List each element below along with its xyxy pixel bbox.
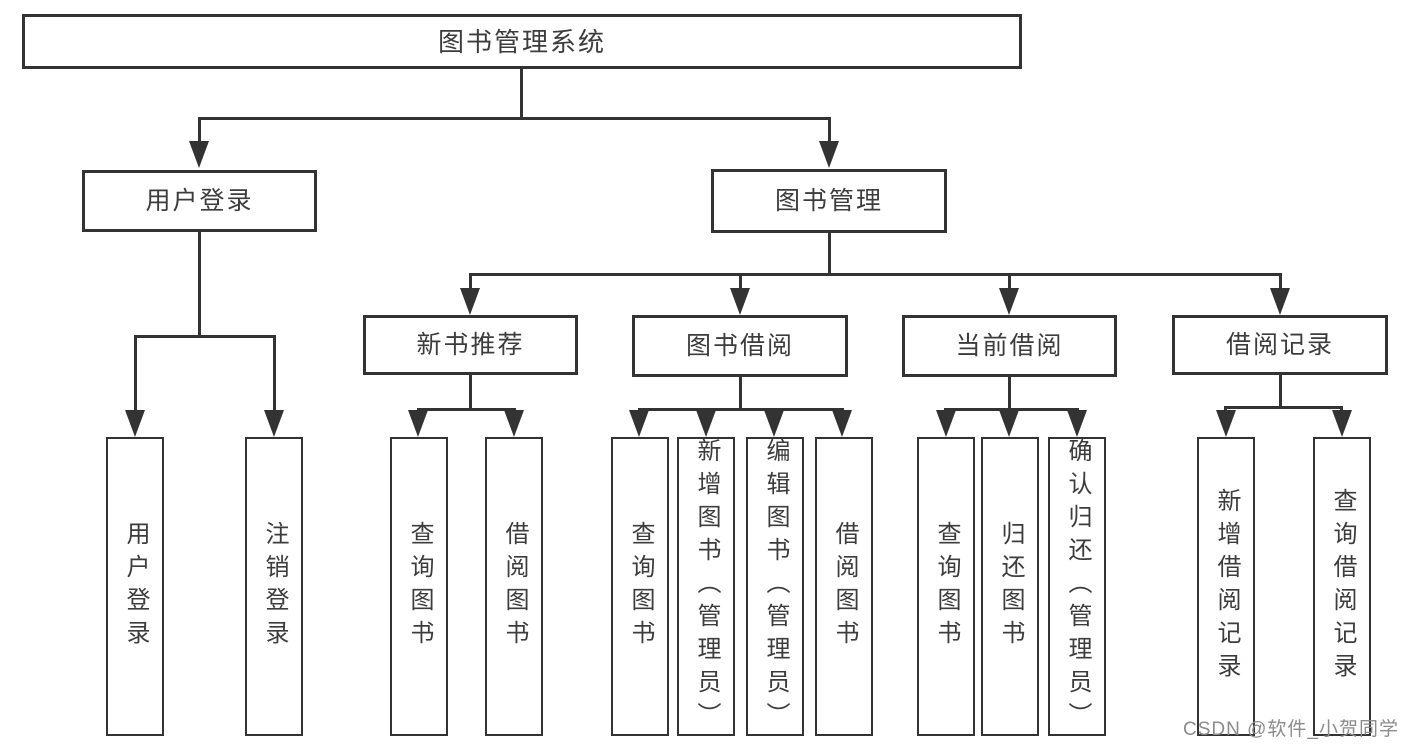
leaf-nb-query-books: 查询图书 bbox=[390, 437, 448, 736]
node-root: 图书管理系统 bbox=[22, 14, 1022, 69]
arrowhead-down-icon bbox=[999, 288, 1019, 315]
arrowhead-down-icon bbox=[504, 410, 524, 437]
connector-hline bbox=[638, 408, 844, 411]
node-new-book-recommend-label: 新书推荐 bbox=[416, 330, 525, 359]
leaf-logout-label: 注销登录 bbox=[261, 520, 288, 653]
node-current-borrow-label: 当前借阅 bbox=[955, 331, 1064, 360]
connector-vline bbox=[828, 117, 831, 147]
connector-vline bbox=[198, 232, 201, 335]
leaf-nb-borrow-books: 借阅图书 bbox=[485, 437, 543, 736]
leaf-cb-query-books-label: 查询图书 bbox=[933, 520, 960, 653]
node-root-label: 图书管理系统 bbox=[437, 26, 606, 57]
node-book-management: 图书管理 bbox=[711, 169, 947, 233]
leaf-cb-confirm-return-label: 确认归还（管理员） bbox=[1064, 438, 1091, 735]
node-book-management-label: 图书管理 bbox=[774, 186, 883, 215]
leaf-cb-query-books: 查询图书 bbox=[917, 437, 975, 736]
connector-vline bbox=[739, 377, 742, 408]
arrowhead-down-icon bbox=[125, 410, 145, 437]
leaf-rec-query-record-label: 查询借阅记录 bbox=[1329, 487, 1356, 686]
node-book-borrow-label: 图书借阅 bbox=[685, 331, 794, 360]
node-user-login: 用户登录 bbox=[82, 170, 317, 232]
node-borrow-records: 借阅记录 bbox=[1172, 315, 1388, 375]
connector-vline bbox=[134, 335, 137, 413]
connector-vline bbox=[739, 273, 742, 291]
arrowhead-down-icon bbox=[629, 410, 649, 437]
leaf-user-login-label: 用户登录 bbox=[122, 520, 149, 653]
leaf-bw-query-books-label: 查询图书 bbox=[627, 520, 654, 653]
node-current-borrow: 当前借阅 bbox=[902, 315, 1117, 377]
node-user-login-label: 用户登录 bbox=[145, 186, 254, 215]
node-new-book-recommend: 新书推荐 bbox=[363, 315, 578, 375]
arrowhead-down-icon bbox=[764, 410, 784, 437]
leaf-cb-return-books-label: 归还图书 bbox=[997, 520, 1024, 653]
leaf-bw-borrow-books: 借阅图书 bbox=[815, 437, 873, 736]
leaf-user-login: 用户登录 bbox=[106, 437, 164, 736]
leaf-rec-add-record: 新增借阅记录 bbox=[1197, 437, 1255, 736]
leaf-bw-borrow-books-label: 借阅图书 bbox=[831, 520, 858, 653]
connector-hline bbox=[417, 408, 516, 411]
leaf-logout: 注销登录 bbox=[245, 437, 303, 736]
connector-hline bbox=[469, 273, 1282, 276]
leaf-nb-query-books-label: 查询图书 bbox=[406, 520, 433, 653]
arrowhead-down-icon bbox=[999, 410, 1019, 437]
connector-vline bbox=[1279, 273, 1282, 291]
connector-hline bbox=[134, 335, 275, 338]
leaf-bw-edit-books: 编辑图书（管理员） bbox=[746, 437, 804, 736]
connector-vline bbox=[1008, 273, 1011, 291]
leaf-rec-add-record-label: 新增借阅记录 bbox=[1213, 487, 1240, 686]
leaf-bw-add-books-label: 新增图书（管理员） bbox=[693, 438, 720, 735]
arrowhead-down-icon bbox=[936, 410, 956, 437]
connector-vline bbox=[469, 375, 472, 408]
arrowhead-down-icon bbox=[1216, 410, 1236, 437]
connector-vline bbox=[273, 335, 276, 413]
leaf-bw-add-books: 新增图书（管理员） bbox=[677, 437, 735, 736]
arrowhead-down-icon bbox=[1270, 288, 1290, 315]
arrowhead-down-icon bbox=[1067, 410, 1087, 437]
connector-vline bbox=[469, 273, 472, 291]
connector-hline bbox=[1224, 406, 1342, 409]
leaf-rec-query-record: 查询借阅记录 bbox=[1313, 437, 1371, 736]
node-book-borrow: 图书借阅 bbox=[632, 315, 848, 377]
connector-vline bbox=[520, 69, 523, 117]
leaf-nb-borrow-books-label: 借阅图书 bbox=[501, 520, 528, 653]
connector-vline bbox=[198, 117, 201, 147]
connector-vline bbox=[1279, 375, 1282, 406]
connector-vline bbox=[828, 233, 831, 273]
arrowhead-down-icon bbox=[832, 410, 852, 437]
arrowhead-down-icon bbox=[696, 410, 716, 437]
arrowhead-down-icon bbox=[189, 141, 209, 168]
arrowhead-down-icon bbox=[819, 141, 839, 168]
node-borrow-records-label: 借阅记录 bbox=[1225, 330, 1334, 359]
arrowhead-down-icon bbox=[460, 288, 480, 315]
arrowhead-down-icon bbox=[1332, 410, 1352, 437]
leaf-cb-return-books: 归还图书 bbox=[981, 437, 1039, 736]
leaf-cb-confirm-return: 确认归还（管理员） bbox=[1048, 437, 1106, 736]
arrowhead-down-icon bbox=[730, 288, 750, 315]
arrowhead-down-icon bbox=[264, 410, 284, 437]
leaf-bw-edit-books-label: 编辑图书（管理员） bbox=[762, 438, 789, 735]
connector-vline bbox=[1008, 377, 1011, 408]
csdn-watermark: CSDN @软件_小贺同学 bbox=[1183, 719, 1399, 740]
connector-hline bbox=[944, 408, 1079, 411]
connector-hline bbox=[198, 117, 831, 120]
leaf-bw-query-books: 查询图书 bbox=[611, 437, 669, 736]
arrowhead-down-icon bbox=[408, 410, 428, 437]
